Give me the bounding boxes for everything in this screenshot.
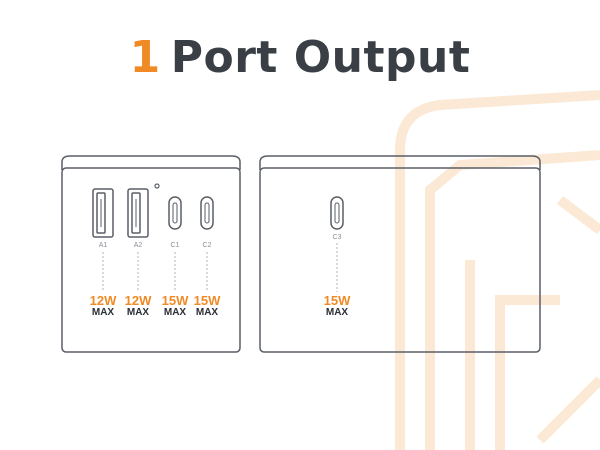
device-front-view [61,155,241,353]
max-label: MAX [163,307,187,318]
watt-label-a2: 12W MAX [118,294,158,318]
port-label-c2: C2 [202,242,212,249]
port-label-a1: A1 [98,242,108,249]
max-label: MAX [325,307,349,318]
watt-label-c1: 15W MAX [155,294,195,318]
indicator-light [154,183,160,189]
title-text: Port Output [170,32,471,83]
watt-value: 12W [124,293,152,308]
max-label: MAX [126,307,150,318]
usb-c-port-icon [200,196,214,230]
device-side-view [259,155,541,353]
max-label: MAX [91,307,115,318]
port-label-c3: C3 [332,234,342,241]
title-number: 1 [129,32,161,83]
watt-value: 12W [89,293,117,308]
usb-a-port-icon [127,188,149,238]
watt-value: 15W [323,293,351,308]
usb-c-port-icon [168,196,182,230]
usb-a-port-icon [92,188,114,238]
port-label-c1: C1 [170,242,180,249]
max-label: MAX [195,307,219,318]
watt-label-c3: 15W MAX [317,294,357,318]
usb-c-port-icon [330,196,344,230]
watt-value: 15W [193,293,221,308]
watt-value: 15W [161,293,189,308]
watt-label-a1: 12W MAX [83,294,123,318]
port-label-a2: A2 [133,242,143,249]
watt-label-c2: 15W MAX [187,294,227,318]
